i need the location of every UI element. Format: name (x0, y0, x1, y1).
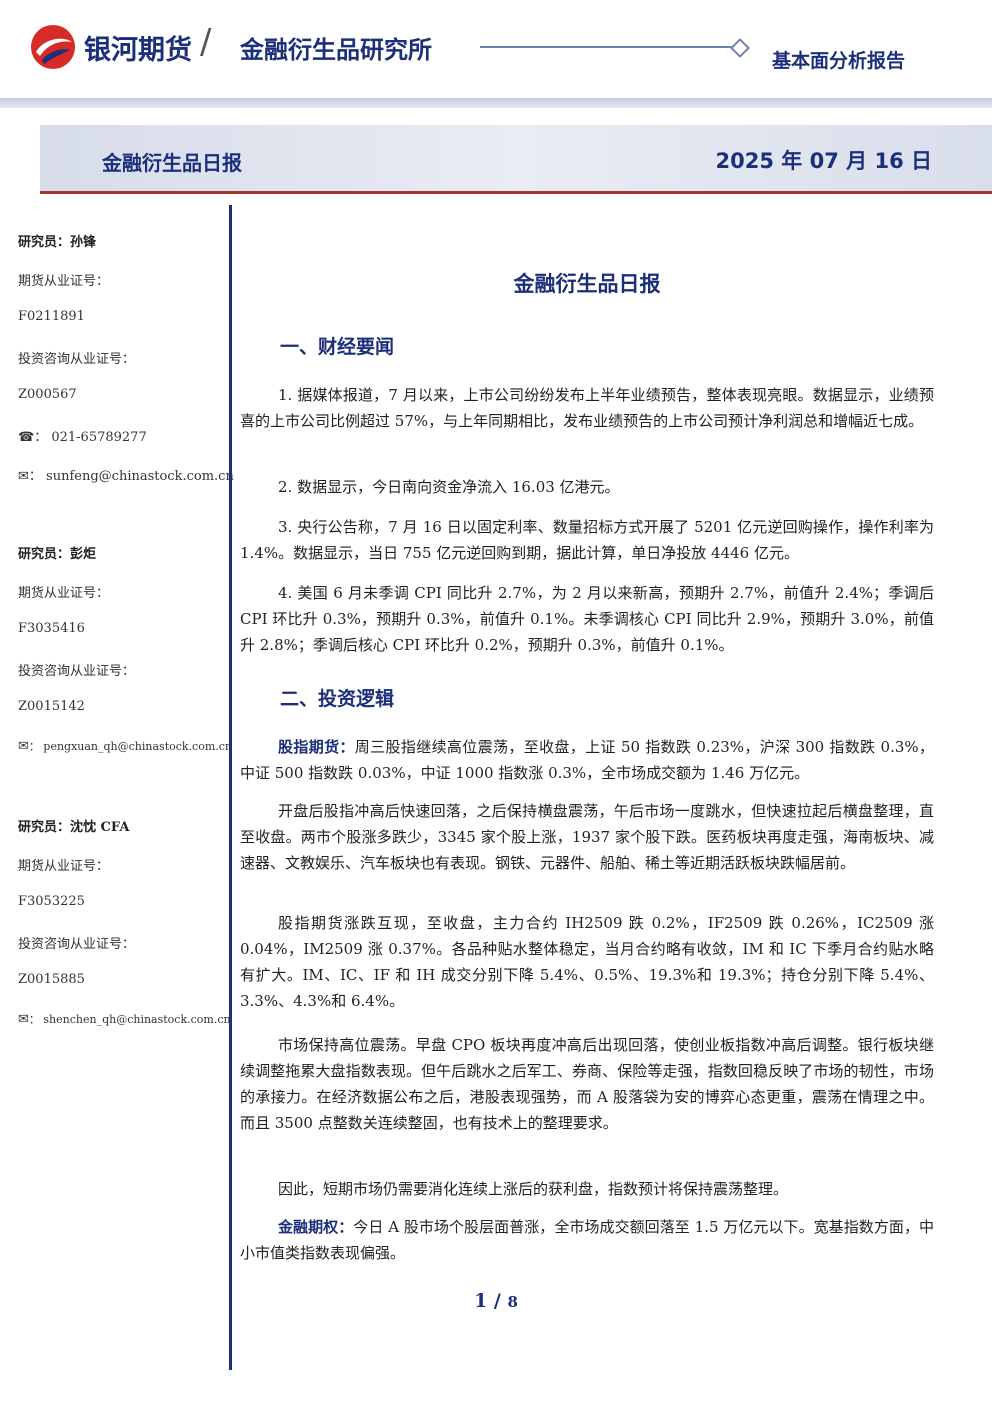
header-divider: / (200, 22, 212, 62)
total-pages: 8 (507, 1293, 518, 1311)
license-number: F0211891 (18, 309, 85, 324)
document-title: 金融衍生品日报 (513, 272, 661, 296)
body-paragraph: 因此，短期市场仍需要消化连续上涨后的获利盘，指数预计将保持震荡整理。 (278, 1180, 789, 1198)
consult-label: 投资咨询从业证号： (18, 664, 136, 679)
researcher-name: 研究员：彭炬 (18, 547, 97, 562)
sidebar-divider (229, 205, 232, 1370)
page-separator: / (487, 1290, 508, 1312)
consult-number: Z000567 (18, 387, 77, 402)
researcher-name: 研究员：孙锋 (18, 235, 97, 250)
email-link[interactable]: pengxuan_qh@chinastock.com.cn (43, 740, 233, 753)
license-number: F3053225 (18, 894, 85, 909)
body-paragraph: 开盘后股指冲高后快速回落，之后保持横盘震荡，午后市场一度跳水，但快速拉起后横盘整… (240, 802, 934, 872)
mail-icon: ✉ (18, 469, 29, 484)
mail-icon: ✉ (18, 739, 29, 754)
page-header: 银河期货 / 金融衍生品研究所 基本面分析报告 (0, 0, 992, 100)
page-number: 1 / 8 (0, 1290, 992, 1312)
current-page: 1 (474, 1290, 488, 1312)
news-item: 3. 央行公告称，7 月 16 日以固定利率、数量招标方式开展了 5201 亿元… (240, 518, 934, 562)
news-item: 1. 据媒体报道，7 月以来，上市公司纷纷发布上半年业绩预告，整体表现亮眼。数据… (240, 386, 934, 430)
header-rule (480, 46, 735, 48)
galaxy-logo-icon (31, 25, 75, 69)
institute-name: 金融衍生品研究所 (240, 36, 432, 64)
email-line: ✉： sunfeng@chinastock.com.cn (18, 469, 234, 484)
phone-icon: ☎ (18, 430, 35, 445)
phone-line: ☎： 021-65789277 (18, 430, 147, 445)
brand-name: 银河期货 (84, 35, 192, 66)
title-banner: 金融衍生品日报 2025 年 07 月 16 日 (40, 125, 992, 194)
options-label: 金融期权： (278, 1218, 354, 1236)
stock-futures-text: 周三股指继续高位震荡，至收盘，上证 50 指数跌 0.23%，沪深 300 指数… (240, 738, 934, 782)
email-line: ✉： pengxuan_qh@chinastock.com.cn (18, 739, 233, 754)
news-item: 4. 美国 6 月未季调 CPI 同比升 2.7%，为 2 月以来新高，预期升 … (240, 584, 934, 654)
license-label: 期货从业证号： (18, 274, 110, 289)
mail-icon: ✉ (18, 1012, 29, 1027)
section-heading-news: 一、财经要闻 (280, 336, 395, 358)
body-paragraph: 市场保持高位震荡。早盘 CPO 板块再度冲高后出现回落，使创业板指数冲高后调整。… (240, 1036, 934, 1132)
researcher-name: 研究员：沈忱 CFA (18, 820, 130, 835)
stock-futures-paragraph: 股指期货：周三股指继续高位震荡，至收盘，上证 50 指数跌 0.23%，沪深 3… (240, 734, 934, 786)
consult-number: Z0015142 (18, 699, 85, 714)
email-link[interactable]: shenchen_qh@chinastock.com.cn (43, 1013, 231, 1026)
report-date: 2025 年 07 月 16 日 (715, 149, 932, 173)
diamond-icon (730, 38, 750, 58)
header-band (0, 98, 992, 108)
options-paragraph: 金融期权：今日 A 股市场个股层面普涨，全市场成交额回落至 1.5 万亿元以下。… (240, 1214, 934, 1266)
news-item: 2. 数据显示，今日南向资金净流入 16.03 亿港元。 (278, 478, 620, 496)
email-line: ✉： shenchen_qh@chinastock.com.cn (18, 1012, 231, 1027)
consult-number: Z0015885 (18, 972, 85, 987)
phone-number: 021-65789277 (51, 430, 147, 445)
options-text: 今日 A 股市场个股层面普涨，全市场成交额回落至 1.5 万亿元以下。宽基指数方… (240, 1218, 934, 1262)
section-heading-logic: 二、投资逻辑 (280, 688, 395, 710)
license-label: 期货从业证号： (18, 586, 110, 601)
banner-title: 金融衍生品日报 (102, 151, 242, 175)
report-type: 基本面分析报告 (772, 50, 906, 72)
license-number: F3035416 (18, 621, 85, 636)
license-label: 期货从业证号： (18, 859, 110, 874)
consult-label: 投资咨询从业证号： (18, 352, 136, 367)
body-paragraph: 股指期货涨跌互现，至收盘，主力合约 IH2509 跌 0.2%，IF2509 跌… (240, 914, 934, 1010)
email-link[interactable]: sunfeng@chinastock.com.cn (46, 469, 234, 484)
stock-futures-label: 股指期货： (278, 738, 355, 756)
consult-label: 投资咨询从业证号： (18, 937, 136, 952)
